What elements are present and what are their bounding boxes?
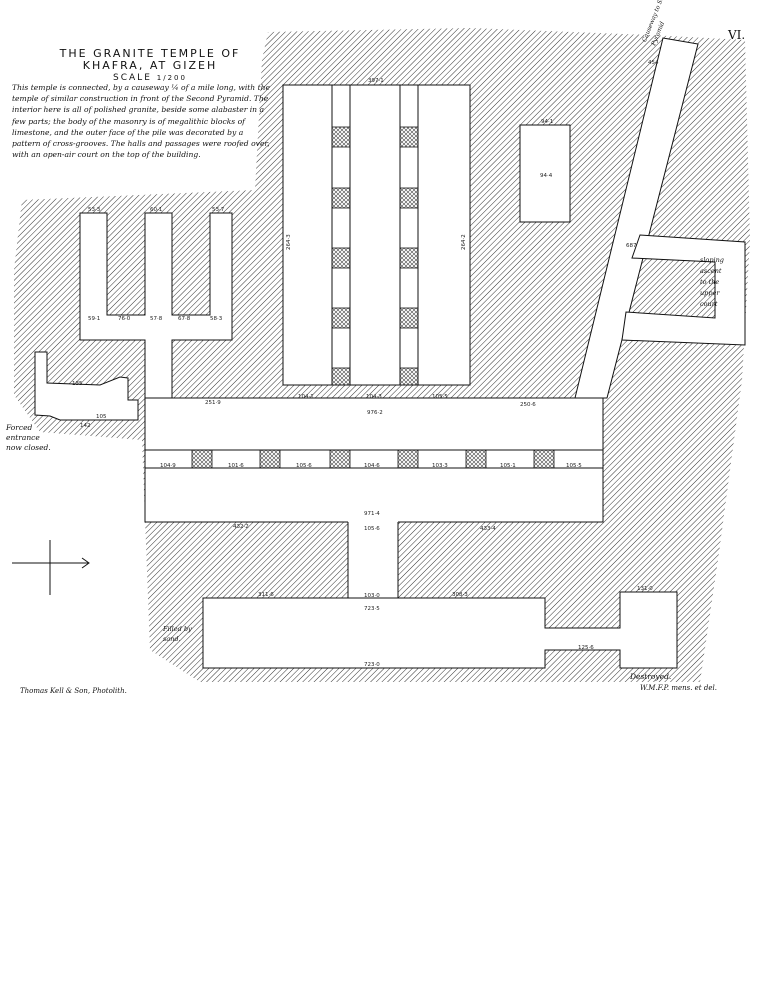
measure: 454 xyxy=(648,60,659,66)
title-line-2: KHAFRA, AT GIZEH xyxy=(82,59,218,72)
measure: 105·5 xyxy=(566,463,582,469)
stair-word: to the xyxy=(700,278,720,286)
measure: 57·8 xyxy=(150,316,163,322)
scale-text: SCALE xyxy=(113,73,152,83)
measure: 311·6 xyxy=(258,592,274,598)
measure: 142 xyxy=(80,423,91,429)
measure: 135 xyxy=(72,381,83,387)
measure: 105 xyxy=(96,414,107,420)
measure: 104·3 xyxy=(366,394,382,400)
measure: 94·1 xyxy=(541,119,553,125)
measure: 687 xyxy=(626,243,637,249)
measure: 103·0 xyxy=(364,593,380,599)
north-arrow xyxy=(12,540,90,595)
measure: 59·1 xyxy=(88,316,100,322)
measure: 432·2 xyxy=(233,524,249,530)
measure: 105·5 xyxy=(432,394,448,400)
measure: 104·1 xyxy=(298,394,314,400)
stair-note: sloping ascent to the upper court xyxy=(700,255,724,310)
forced-entrance-note: Forced entrance now closed. xyxy=(6,423,51,452)
stair-word: sloping xyxy=(700,256,724,264)
destroyed-note: Destroyed. xyxy=(630,672,672,681)
measure: 131·0 xyxy=(637,586,653,592)
measure: 94·4 xyxy=(540,173,553,179)
stair-word: ascent xyxy=(700,267,722,275)
plate-number: VI. xyxy=(728,28,746,42)
central-corridor xyxy=(348,521,398,599)
measure: 105·1 xyxy=(500,463,516,469)
room-north-east xyxy=(519,124,571,223)
north-hall-middle xyxy=(349,84,401,386)
west-magazines xyxy=(79,212,233,399)
stair-passage xyxy=(621,234,746,346)
measure: 104·9 xyxy=(160,463,176,469)
pillars xyxy=(191,126,555,469)
stair-word: upper xyxy=(700,289,720,297)
measure: 397·1 xyxy=(368,78,384,84)
measure: 103·3 xyxy=(432,463,448,469)
measure: 264·2 xyxy=(461,234,467,250)
measure: 105·6 xyxy=(296,463,312,469)
measure: 308·3 xyxy=(452,592,468,598)
delineator-credit: W.M.F.P. mens. et del. xyxy=(640,684,717,692)
measure: 971·4 xyxy=(364,511,380,517)
measure: 125·6 xyxy=(578,645,594,651)
measure: 105·6 xyxy=(364,526,380,532)
filled-by-sand-note: Filled by sand. xyxy=(163,625,192,643)
measure: 101·6 xyxy=(228,463,244,469)
west-room xyxy=(34,351,139,421)
south-hall xyxy=(202,591,678,669)
lithographer-credit: Thomas Kell & Son, Photolith. xyxy=(20,687,127,695)
measure: 53·7 xyxy=(212,207,225,213)
measure: 76·0 xyxy=(118,316,131,322)
measure: 104·6 xyxy=(364,463,380,469)
measure: 976·2 xyxy=(367,410,383,416)
stair-word: court xyxy=(700,300,718,308)
causeway xyxy=(574,37,699,399)
title-line-1: THE GRANITE TEMPLE OF xyxy=(59,47,241,60)
north-hall-right xyxy=(417,84,471,386)
measure: 251·9 xyxy=(205,400,221,406)
north-hall-left xyxy=(282,84,333,386)
measure: 250·6 xyxy=(520,402,536,408)
measure: 60·1 xyxy=(150,207,162,213)
measure: 264·3 xyxy=(286,234,292,250)
description: This temple is connected, by a causeway … xyxy=(12,83,271,160)
measure: 723·0 xyxy=(364,662,380,668)
measure: 433·4 xyxy=(480,526,496,532)
scale-value: 1/200 xyxy=(156,74,187,82)
scale-label: SCALE 1/200 xyxy=(20,72,280,84)
measure: 53·3 xyxy=(88,207,101,213)
measure: 723·5 xyxy=(364,606,380,612)
measure: 58·3 xyxy=(210,316,223,322)
measure: 67·8 xyxy=(178,316,191,322)
